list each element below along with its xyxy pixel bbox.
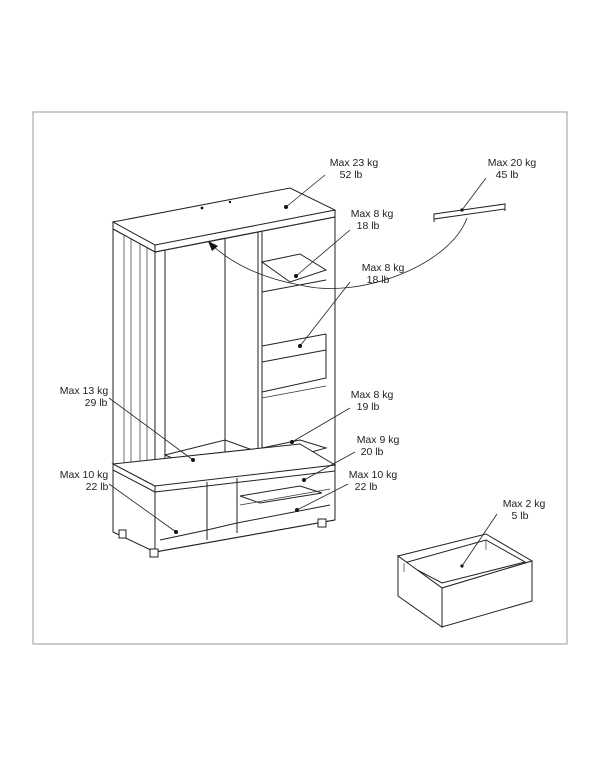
rail-arrow (211, 217, 468, 289)
label-wardrobe-lb: 29 lb (85, 397, 108, 409)
diagram-frame (32, 111, 568, 645)
label-shelf2-kg: Max 8 kg (362, 262, 405, 274)
label-rail-lb: 45 lb (496, 169, 519, 181)
label-bottom-right-kg: Max 10 kg (349, 469, 398, 481)
label-drawer-lb: 5 lb (512, 510, 529, 522)
label-bottom-right-lb: 22 lb (355, 481, 378, 493)
lower-shelf (239, 485, 323, 504)
label-shelf4-kg: Max 9 kg (357, 434, 400, 446)
label-shelf3-kg: Max 8 kg (351, 389, 394, 401)
label-rail-kg: Max 20 kg (488, 157, 537, 169)
label-shelf1-lb: 18 lb (357, 220, 380, 232)
top-panel (111, 187, 337, 246)
label-bottom-left-kg: Max 10 kg (60, 469, 109, 481)
leader-lines (108, 174, 498, 567)
wardrobe-illustration (111, 187, 337, 558)
label-shelf2-lb: 18 lb (367, 274, 390, 286)
label-top-kg: Max 23 kg (330, 157, 379, 169)
label-bottom-left-lb: 22 lb (86, 481, 109, 493)
hanging-rail (433, 203, 506, 222)
shelf-1 (260, 253, 328, 283)
label-wardrobe-kg: Max 13 kg (60, 385, 109, 397)
label-drawer-kg: Max 2 kg (503, 498, 546, 510)
label-shelf1-kg: Max 8 kg (351, 208, 394, 220)
left-side-panel (112, 228, 156, 487)
label-shelf3-lb: 19 lb (357, 401, 380, 413)
label-shelf4-lb: 20 lb (361, 446, 384, 458)
label-top-lb: 52 lb (340, 169, 363, 181)
column-drawer (261, 349, 327, 393)
drawer-illustration (396, 533, 534, 628)
drawer-side (397, 555, 443, 628)
